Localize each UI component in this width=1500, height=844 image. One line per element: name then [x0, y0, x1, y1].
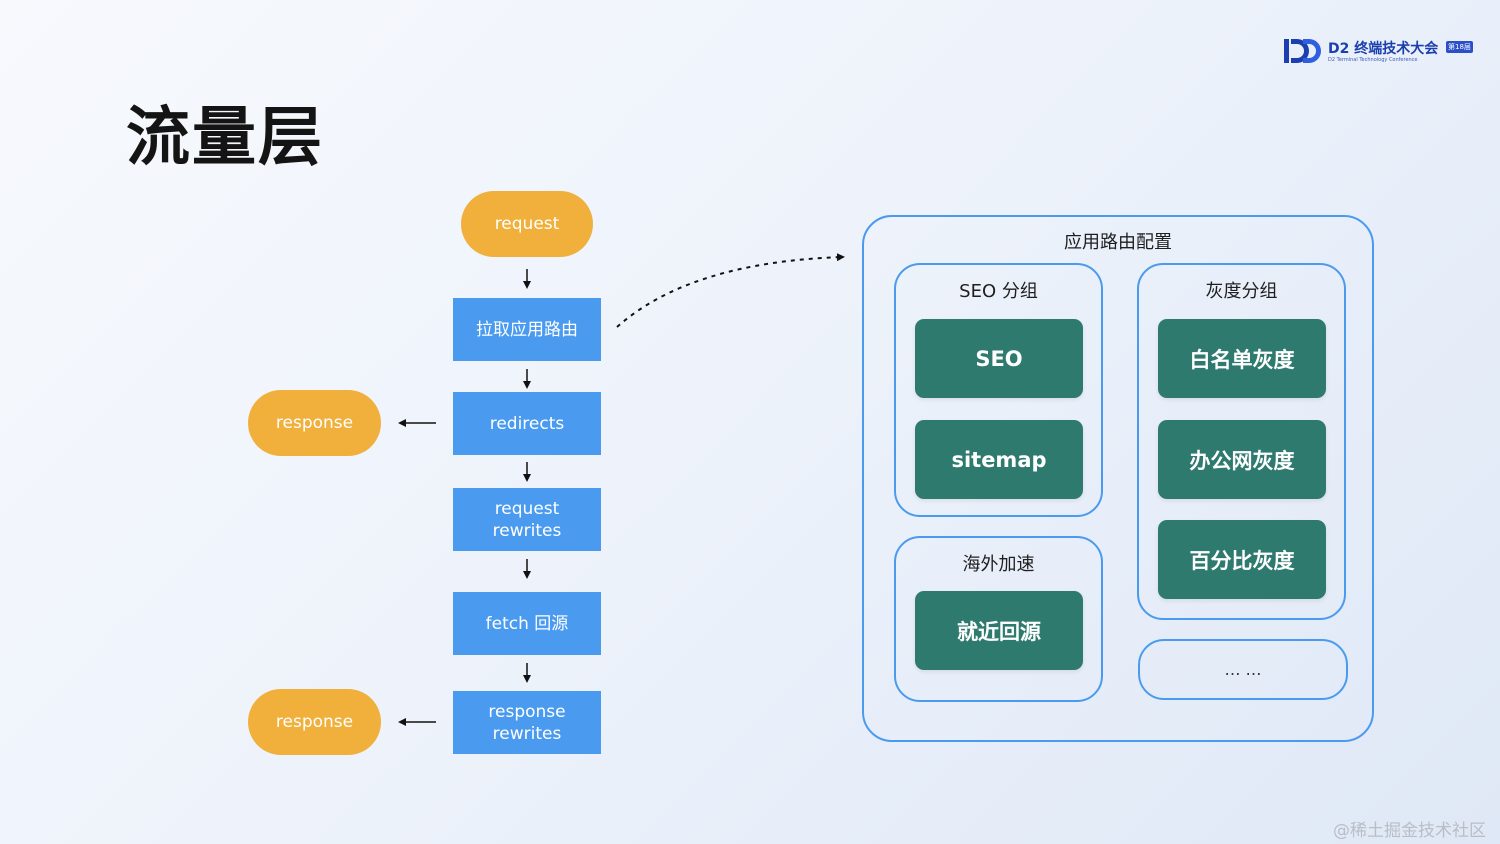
d2-logo-icon — [1284, 39, 1321, 63]
gray-group — [1137, 263, 1346, 620]
office-network-gray-tile: 办公网灰度 — [1158, 420, 1326, 499]
logo-subtitle: D2 Terminal Technology Conference — [1328, 57, 1418, 63]
route-config-title: 应用路由配置 — [1064, 232, 1172, 253]
response-node-bottom: response — [248, 689, 381, 755]
percentage-gray-tile: 百分比灰度 — [1158, 520, 1326, 599]
request-rewrites-step: request rewrites — [453, 488, 601, 551]
response-rewrites-step: response rewrites — [453, 691, 601, 754]
response-node-top: response — [248, 390, 381, 456]
fetch-origin-step: fetch 回源 — [453, 592, 601, 655]
whitelist-gray-tile: 白名单灰度 — [1158, 319, 1326, 398]
overseas-group — [894, 536, 1103, 702]
nearest-origin-tile: 就近回源 — [915, 591, 1083, 670]
conference-logo: D2 终端技术大会 第18届 D2 Terminal Technology Co… — [1283, 36, 1478, 68]
request-node: request — [461, 191, 593, 257]
logo-name: D2 终端技术大会 — [1328, 41, 1439, 57]
route-config-container — [862, 215, 1374, 742]
overseas-group-title: 海外加速 — [962, 554, 1035, 575]
seo-group-title: SEO 分组 — [959, 281, 1038, 302]
logo-badge: 第18届 — [1446, 41, 1473, 53]
page-title: 流量层 — [126, 101, 324, 175]
redirects-step: redirects — [453, 392, 601, 455]
more-groups-box: … … — [1138, 639, 1348, 700]
more-ellipsis: … … — [1224, 660, 1262, 679]
seo-tile: SEO — [915, 319, 1083, 398]
watermark: @稀土掘金技术社区 — [1333, 821, 1486, 841]
seo-group — [894, 263, 1103, 517]
sitemap-tile: sitemap — [915, 420, 1083, 499]
dashed-arrow-to-config — [616, 253, 845, 328]
fetch-routes-step: 拉取应用路由 — [453, 298, 601, 361]
gray-group-title: 灰度分组 — [1205, 281, 1278, 302]
